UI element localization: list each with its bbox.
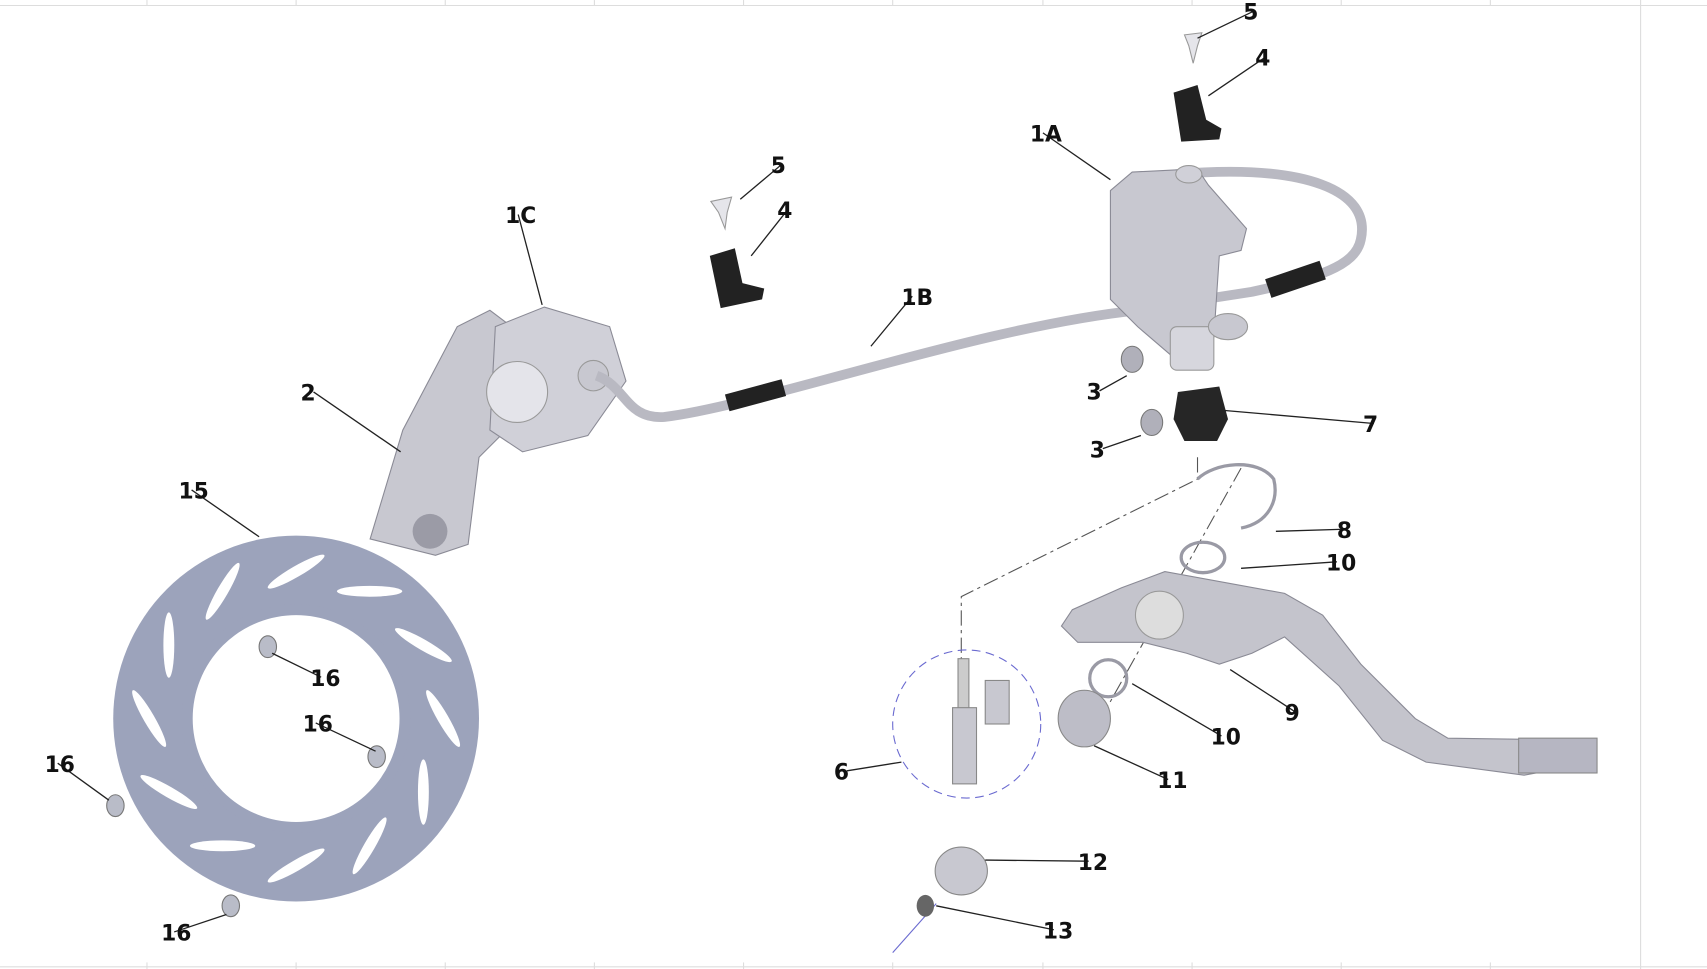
- return-spring: [1088, 463, 1277, 699]
- callout-label-1a: 1A: [1030, 123, 1062, 148]
- rotor-slot: [394, 628, 452, 663]
- brake-caliper: [369, 306, 627, 556]
- callout-label-4: 4: [777, 199, 792, 224]
- callout-leader-line: [936, 905, 1054, 931]
- callout-label-1c: 1C: [505, 204, 536, 229]
- callout-label-12: 12: [1078, 851, 1108, 876]
- mounting-bolts: [1120, 345, 1164, 437]
- brake-hose: [594, 167, 1367, 422]
- rotor-slot: [426, 690, 461, 747]
- brake-pedal: [1060, 571, 1598, 776]
- callout-label-6: 6: [834, 761, 849, 786]
- callout-leader-line: [1131, 683, 1222, 737]
- callout-leader-line: [750, 208, 789, 257]
- callout-label-9: 9: [1285, 702, 1300, 727]
- callout-leader-line: [1099, 375, 1128, 392]
- callout-label-16: 16: [303, 713, 333, 738]
- hose-clamps: [709, 32, 1222, 309]
- callout-leader-line: [315, 722, 376, 752]
- callout-leader-line: [313, 391, 401, 453]
- rotor-slot: [189, 840, 256, 852]
- rotor-slot: [163, 612, 175, 678]
- callouts: 5 4 1A 5 4 1C 1B 2 3 3 7 8 10 15 16 16 16 16 9 10 6 11 12 13: [45, 1, 1379, 947]
- rotor-slot: [352, 817, 387, 875]
- callout-leader-line: [1229, 669, 1296, 713]
- callout-label-10: 10: [1326, 552, 1356, 577]
- callout-label-10: 10: [1211, 726, 1241, 751]
- callout-label-16: 16: [310, 667, 340, 692]
- callout-leader-line: [1042, 132, 1111, 181]
- callout-label-5: 5: [1243, 1, 1258, 26]
- callout-leader-line: [1224, 409, 1374, 425]
- callout-label-5: 5: [771, 154, 786, 179]
- callout-label-4: 4: [1255, 46, 1270, 71]
- callout-leader-line: [191, 489, 260, 538]
- rotor-slot: [267, 554, 325, 589]
- callout-label-2: 2: [300, 382, 315, 407]
- rotor-slot: [267, 848, 325, 883]
- callout-label-13: 13: [1043, 919, 1073, 944]
- callout-label-1b: 1B: [901, 286, 933, 311]
- callout-leader-line: [57, 762, 110, 801]
- callout-leader-line: [1208, 56, 1267, 97]
- callout-label-16: 16: [45, 753, 75, 778]
- callout-leader-line: [985, 859, 1089, 862]
- callout-label-3: 3: [1090, 438, 1105, 463]
- callout-label-7: 7: [1363, 413, 1378, 438]
- callout-leader-line: [1102, 434, 1142, 450]
- callout-leader-line: [271, 652, 322, 678]
- callout-leader-line: [1241, 561, 1337, 569]
- callout-label-3: 3: [1086, 381, 1101, 406]
- callout-label-11: 11: [1157, 769, 1187, 794]
- callout-leader-line: [1197, 10, 1255, 39]
- rotor-slot: [417, 759, 429, 825]
- rotor-slot: [132, 690, 167, 747]
- pedal-hardware: [916, 689, 1111, 917]
- callout-leader-line: [517, 214, 543, 306]
- callout-label-16: 16: [161, 922, 191, 947]
- rotor-slot: [205, 562, 240, 620]
- callout-leader-line: [846, 761, 902, 772]
- rotor-bolts: [106, 635, 386, 918]
- callout-leader-line: [1093, 745, 1169, 781]
- brake-rotor: [113, 535, 480, 902]
- rubber-boot: [1173, 386, 1228, 441]
- callout-leader-line: [739, 163, 783, 200]
- callout-leader-line: [173, 913, 227, 933]
- callout-label-8: 8: [1337, 519, 1352, 544]
- callout-leader-line: [870, 295, 913, 347]
- callout-label-15: 15: [179, 480, 209, 505]
- rotor-slot: [140, 775, 198, 810]
- callout-leader-line: [1275, 528, 1348, 532]
- clevis-detail: [892, 649, 1042, 799]
- master-cylinder: [1109, 164, 1249, 371]
- rotor-slot: [336, 585, 403, 597]
